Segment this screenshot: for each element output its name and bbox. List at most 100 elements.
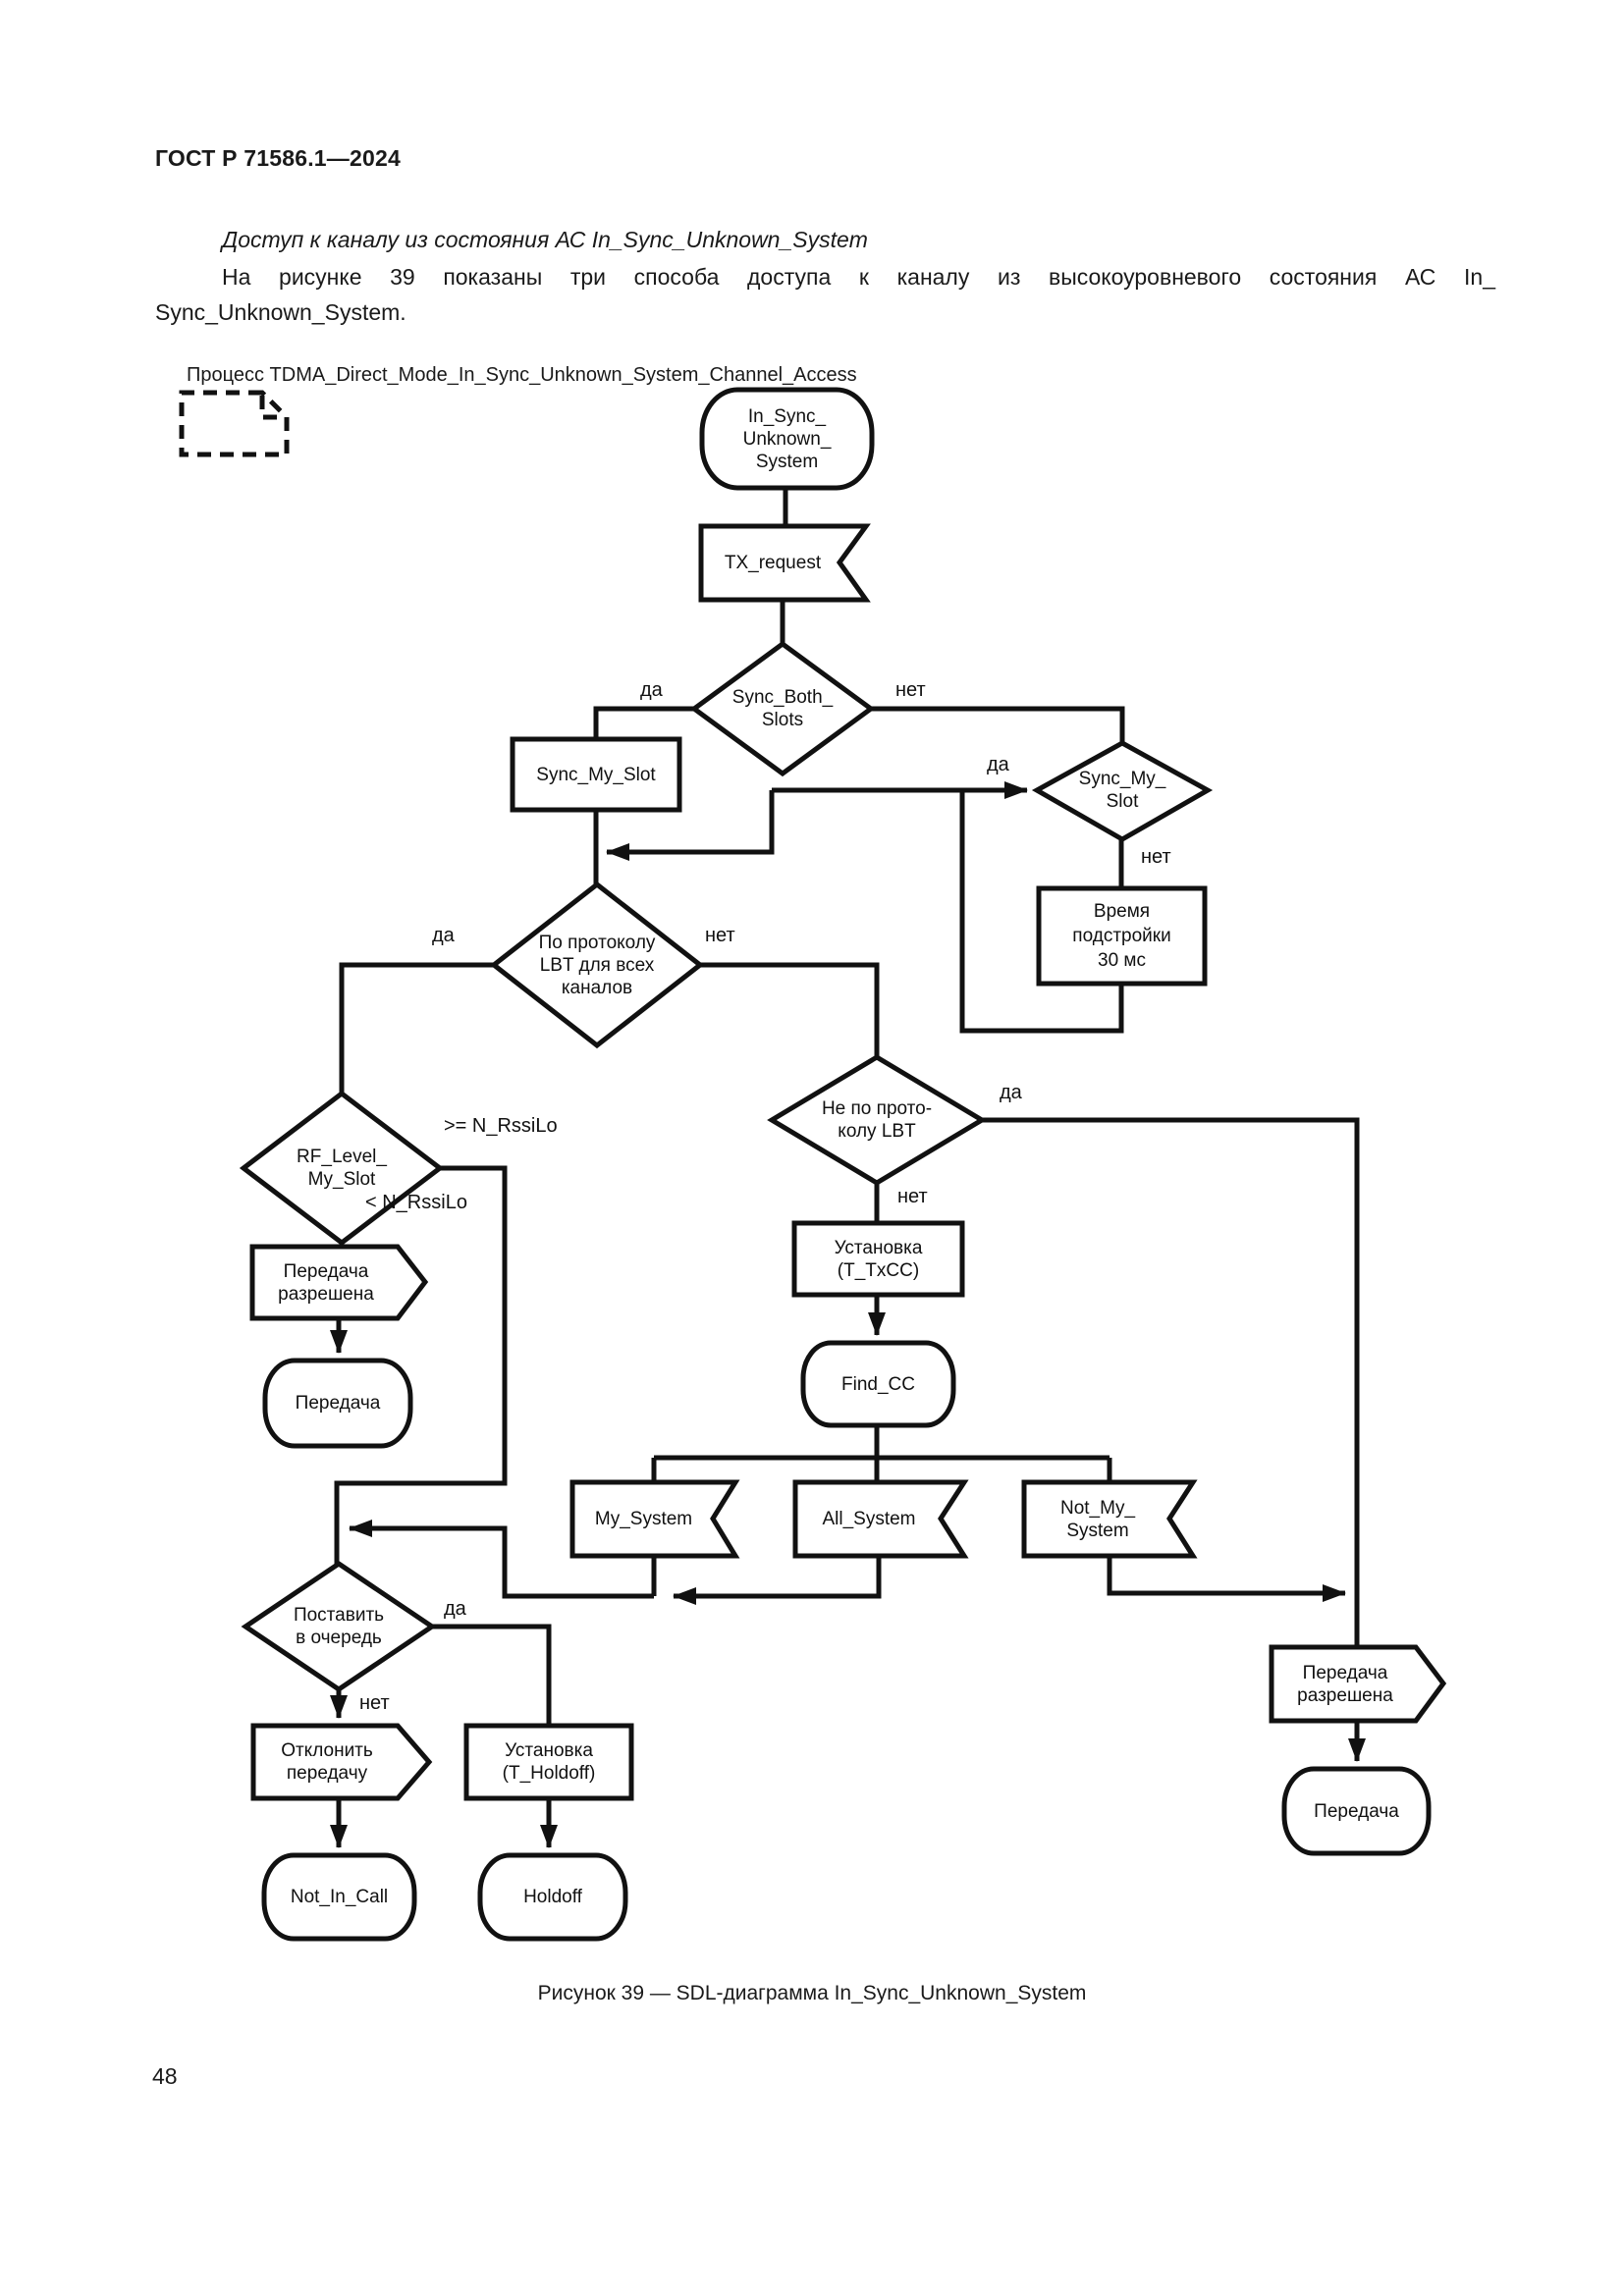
state-in-sync-line2: Unknown_ <box>742 428 832 450</box>
state-holdoff: Holdoff <box>480 1855 625 1939</box>
decision-notlbt-line1: Не по прото- <box>821 1098 933 1119</box>
comment-outline <box>179 390 290 457</box>
label-queue-yes: да <box>444 1598 466 1620</box>
input-notmysystem-shape <box>1021 1479 1198 1559</box>
task-setholdoff-line2: (T_Holdoff) <box>502 1763 596 1784</box>
task-syncmyslot: Sync_My_Slot <box>513 739 679 810</box>
decision-rflevel: RF_Level_ My_Slot <box>244 1145 440 1192</box>
input-allsystem-shape <box>792 1479 969 1559</box>
task-setholdoff-line1: Установка <box>505 1740 593 1761</box>
arrow-systems-to-queue <box>349 1520 654 1599</box>
task-adjusttime-line1: Время <box>1093 901 1151 922</box>
output-txallowed-right: Передача разрешена <box>1272 1647 1419 1721</box>
input-mysystem-label: My_System <box>594 1509 693 1529</box>
decision-lbtall-shape <box>489 881 705 1049</box>
decision-queue-line1: Поставить <box>293 1605 385 1626</box>
task-adjusttime-line2: подстройки <box>1072 926 1171 946</box>
state-holdoff-shape <box>477 1852 628 1942</box>
task-syncmyslot-shape <box>510 736 682 813</box>
input-txrequest-shape <box>698 523 871 603</box>
process-title: Процесс TDMA_Direct_Mode_In_Sync_Unknown… <box>187 364 857 386</box>
output-txallowed-left: Передача разрешена <box>252 1247 400 1318</box>
decision-lbtall: По протоколу LBT для всех каналов <box>499 931 695 999</box>
output-rejecttx-line1: Отклонить <box>281 1740 373 1761</box>
input-mysystem: My_System <box>572 1482 715 1556</box>
decision-notlbt-shape <box>767 1054 987 1186</box>
decision-notlbt: Не по прото- колу LBT <box>779 1096 975 1144</box>
flow-shapes <box>179 387 1447 1942</box>
decision-notlbt-line2: колу LBT <box>838 1121 916 1142</box>
output-txallowed-left-line2: разрешена <box>278 1283 374 1305</box>
label-syncmy-yes: да <box>987 754 1009 775</box>
task-adjusttime-line3: 30 мс <box>1098 950 1146 971</box>
decision-queue: Поставить в очередь <box>241 1603 437 1650</box>
decision-syncboth-shape <box>689 640 876 777</box>
decision-rflevel-line1: RF_Level_ <box>297 1147 387 1167</box>
output-rejecttx-line2: передачу <box>286 1763 368 1784</box>
input-notmysystem: Not_My_ System <box>1024 1482 1171 1556</box>
decision-queue-line2: в очередь <box>296 1628 382 1648</box>
label-lbtall-no: нет <box>705 925 735 946</box>
line-notlbt-yes <box>982 1117 1360 1647</box>
paragraph-line-2: Sync_Unknown_System. <box>155 299 406 325</box>
line-lbt-yes <box>339 962 494 1094</box>
decision-syncboth: Sync_Both_ Slots <box>684 685 881 732</box>
label-syncboth-yes: да <box>640 679 663 701</box>
state-tx-right-shape <box>1281 1766 1432 1856</box>
state-tx-right-label: Передача <box>1314 1800 1399 1822</box>
task-adjusttime-shape <box>1036 885 1208 987</box>
decision-lbtall-line3: каналов <box>561 977 633 998</box>
state-in-sync-shape <box>699 387 875 491</box>
input-txrequest-label: TX_request <box>724 553 822 573</box>
task-syncmyslot-label: Sync_My_Slot <box>536 764 656 785</box>
task-settxcc-line2: (T_TxCC) <box>837 1259 920 1281</box>
decision-syncboth-line1: Sync_Both_ <box>731 687 834 708</box>
label-syncboth-no: нет <box>895 679 926 701</box>
label-notlbt-yes: да <box>1000 1082 1022 1103</box>
task-setholdoff: Установка (T_Holdoff) <box>466 1726 631 1798</box>
input-mysystem-shape <box>569 1479 740 1559</box>
input-allsystem: All_System <box>795 1482 943 1556</box>
state-notincall-label: Not_In_Call <box>290 1887 389 1907</box>
state-tx-left-label: Передача <box>295 1393 381 1414</box>
input-txrequest: TX_request <box>703 526 842 600</box>
output-rejecttx: Отклонить передачу <box>253 1726 401 1798</box>
state-in-sync: In_Sync_ Unknown_ System <box>702 390 872 488</box>
label-rf-lt: < N_RssiLo <box>365 1192 467 1213</box>
state-tx-left-shape <box>262 1358 413 1449</box>
decision-lbtall-line2: LBT для всех <box>539 954 655 976</box>
arrow-syncmy-yes-merge <box>606 790 775 861</box>
line-syncboth-yes <box>593 706 696 739</box>
line-rf-ge <box>334 1165 508 1564</box>
line-lbt-no <box>700 962 880 1057</box>
state-tx-left: Передача <box>265 1361 410 1446</box>
decision-rflevel-shape <box>239 1090 445 1247</box>
output-txallowed-right-line1: Передача <box>1302 1662 1388 1683</box>
figure-caption: Рисунок 39 — SDL-диаграмма In_Sync_Unkno… <box>537 1982 1087 2004</box>
decision-syncboth-line2: Slots <box>761 710 804 730</box>
input-notmysystem-line2: System <box>1066 1520 1129 1541</box>
line-queue-yes <box>432 1624 552 1726</box>
line-syncboth-no <box>871 706 1125 743</box>
decision-rflevel-line2: My_Slot <box>307 1169 376 1190</box>
label-notlbt-no: нет <box>897 1186 928 1207</box>
arrow-allsystem-merge <box>673 1556 882 1605</box>
label-lbtall-yes: да <box>432 925 455 946</box>
decision-syncmy: Sync_My_ Slot <box>1024 767 1220 814</box>
state-notincall-shape <box>261 1852 417 1942</box>
state-in-sync-line3: System <box>755 451 819 472</box>
task-settxcc-line1: Установка <box>834 1237 923 1258</box>
section-heading: Доступ к каналу из состояния АС In_Sync_… <box>222 227 868 252</box>
label-rf-ge: >= N_RssiLo <box>444 1115 558 1137</box>
comment-fold-icon <box>259 396 284 420</box>
task-adjusttime: Время подстройки 30 мс <box>1039 888 1205 984</box>
paragraph-line-1: На рисунке 39 показаны три способа досту… <box>222 264 1495 290</box>
page-number: 48 <box>152 2063 178 2089</box>
state-findcc-shape <box>800 1340 956 1428</box>
task-settxcc-shape <box>791 1220 965 1298</box>
state-notincall: Not_In_Call <box>264 1855 414 1939</box>
label-syncmy-no: нет <box>1141 846 1171 868</box>
output-txallowed-left-line1: Передача <box>283 1260 369 1282</box>
